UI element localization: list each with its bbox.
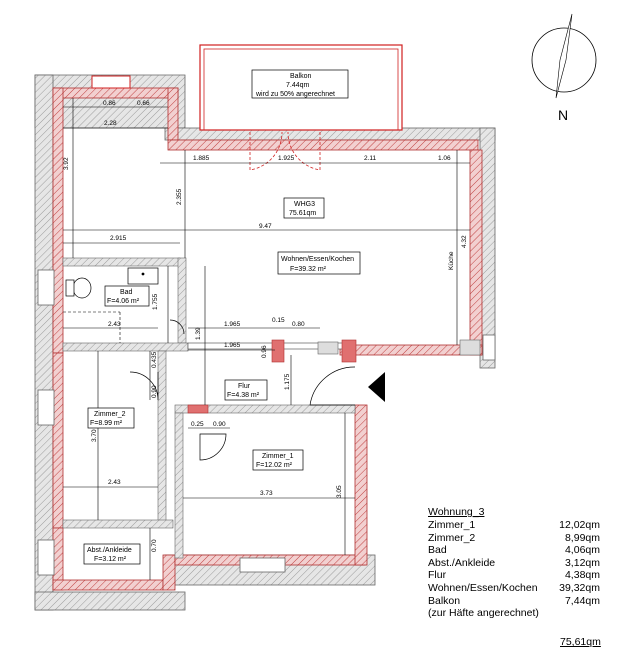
area-table-row: (zur Häfte angerechnet) bbox=[428, 607, 600, 620]
dim-label: 0.25 bbox=[191, 421, 204, 428]
area-table-row: Wohnen/Essen/Kochen 39,32qm bbox=[428, 582, 600, 595]
dim-label: Küche bbox=[448, 251, 455, 270]
north-label: N bbox=[558, 107, 568, 123]
dim-label: 1.965 bbox=[224, 342, 241, 349]
area-row-value: 4,06qm bbox=[564, 544, 600, 557]
dim-label: 0.70 bbox=[151, 539, 158, 552]
north-arrow-icon: N bbox=[531, 13, 597, 123]
zimmer1-area: F=12.02 m² bbox=[256, 462, 293, 469]
wohnen-name: Wohnen/Essen/Kochen bbox=[281, 256, 354, 263]
exterior-walls bbox=[34, 74, 496, 611]
dim-label: 1.39 bbox=[195, 327, 202, 340]
abst-name: Abst./Ankleide bbox=[87, 547, 132, 554]
area-row-label: Bad bbox=[428, 544, 447, 557]
area-row-value: 39,32qm bbox=[559, 581, 600, 594]
dim-label: 0.15 bbox=[272, 317, 285, 324]
area-table-title: Wohnung_3 bbox=[428, 506, 485, 518]
windows bbox=[37, 75, 496, 576]
zimmer2-area: F=8.99 m² bbox=[90, 420, 123, 427]
dim-label: 3.73 bbox=[260, 490, 273, 497]
dim-label: 1.885 bbox=[193, 155, 210, 162]
area-row-value: 8,99qm bbox=[564, 531, 600, 544]
dim-label: 2.43 bbox=[108, 321, 121, 328]
area-row-value: 4,38qm bbox=[564, 569, 600, 582]
area-row-value: 7,44qm bbox=[564, 594, 600, 607]
area-row-value: 12,02qm bbox=[559, 519, 600, 531]
whg-area: 75.61qm bbox=[289, 210, 316, 217]
flur-name: Flur bbox=[238, 383, 251, 390]
area-table-row: Zimmer_2 8,99qm bbox=[428, 532, 600, 545]
dim-label: 2.355 bbox=[176, 188, 183, 205]
balkon-name: Balkon bbox=[290, 73, 312, 80]
dim-label: 1.175 bbox=[284, 373, 291, 390]
area-row-label: Balkon bbox=[428, 594, 461, 607]
bathroom-fixtures bbox=[63, 267, 159, 343]
dim-label: 3.92 bbox=[63, 157, 70, 170]
area-row-label: Zimmer_1 bbox=[428, 519, 476, 531]
dim-label: 1.755 bbox=[152, 293, 159, 310]
flur-area: F=4.38 m² bbox=[227, 392, 260, 399]
dim-label: 3.05 bbox=[336, 485, 343, 498]
dimension-labels: 0.86 0.66 2.28 3.92 1.885 1.925 2.11 1.0… bbox=[63, 100, 468, 552]
zimmer1-name: Zimmer_1 bbox=[262, 453, 294, 460]
area-table-row: Zimmer_1 12,02qm bbox=[428, 519, 600, 532]
bad-name: Bad bbox=[120, 289, 133, 296]
dim-label: 0.90 bbox=[151, 385, 158, 398]
balkon-note: wird zu 50% angerechnet bbox=[255, 91, 335, 98]
interior-walls bbox=[62, 257, 481, 559]
dimension-lines bbox=[63, 98, 470, 580]
abst-area: F=3.12 m² bbox=[94, 556, 127, 563]
entrance-arrow-icon bbox=[368, 372, 385, 402]
dim-label: 1.965 bbox=[224, 321, 241, 328]
dim-label: 1.925 bbox=[278, 155, 295, 162]
area-row-label: Zimmer_2 bbox=[428, 531, 476, 544]
doors bbox=[129, 131, 356, 461]
zimmer2-name: Zimmer_2 bbox=[94, 411, 126, 418]
dim-label: 2.43 bbox=[108, 479, 121, 486]
wohnen-area: F=39.32 m² bbox=[290, 266, 327, 273]
area-table-row: Bad 4,06qm bbox=[428, 544, 600, 557]
whg-name: WHG3 bbox=[294, 201, 315, 208]
area-row-label: Flur bbox=[428, 569, 447, 582]
dim-label: 0.80 bbox=[292, 321, 305, 328]
dim-label: 2.915 bbox=[110, 235, 127, 242]
dim-label: 0.96 bbox=[261, 345, 268, 358]
area-table-row: Flur 4,38qm bbox=[428, 569, 600, 582]
area-row-label: (zur Häfte angerechnet) bbox=[428, 607, 539, 620]
bad-area: F=4.06 m² bbox=[107, 298, 140, 305]
dim-label: 3.70 bbox=[91, 429, 98, 442]
area-row-value: 3,12qm bbox=[564, 556, 600, 569]
area-total: 75,61qm bbox=[560, 636, 601, 648]
dim-label: 4.32 bbox=[461, 235, 468, 248]
dim-label: 0.66 bbox=[137, 100, 150, 107]
dim-label: 0.86 bbox=[103, 100, 116, 107]
balkon-area: 7.44qm bbox=[286, 82, 310, 89]
area-table-row: Balkon 7,44qm bbox=[428, 595, 600, 608]
dim-label: 9.47 bbox=[259, 223, 272, 230]
dim-label: 2.28 bbox=[104, 120, 117, 127]
dim-label: 2.11 bbox=[364, 155, 377, 162]
area-table-row: Abst./Ankleide 3,12qm bbox=[428, 557, 600, 570]
room-labels: Balkon 7.44qm wird zu 50% angerechnet WH… bbox=[83, 69, 361, 565]
dim-label: 0.435 bbox=[151, 351, 158, 368]
area-row-label: Abst./Ankleide bbox=[428, 556, 496, 569]
dim-label: 0.90 bbox=[213, 421, 226, 428]
area-row-label: Wohnen/Essen/Kochen bbox=[428, 581, 538, 594]
dim-label: 1.06 bbox=[438, 155, 451, 162]
